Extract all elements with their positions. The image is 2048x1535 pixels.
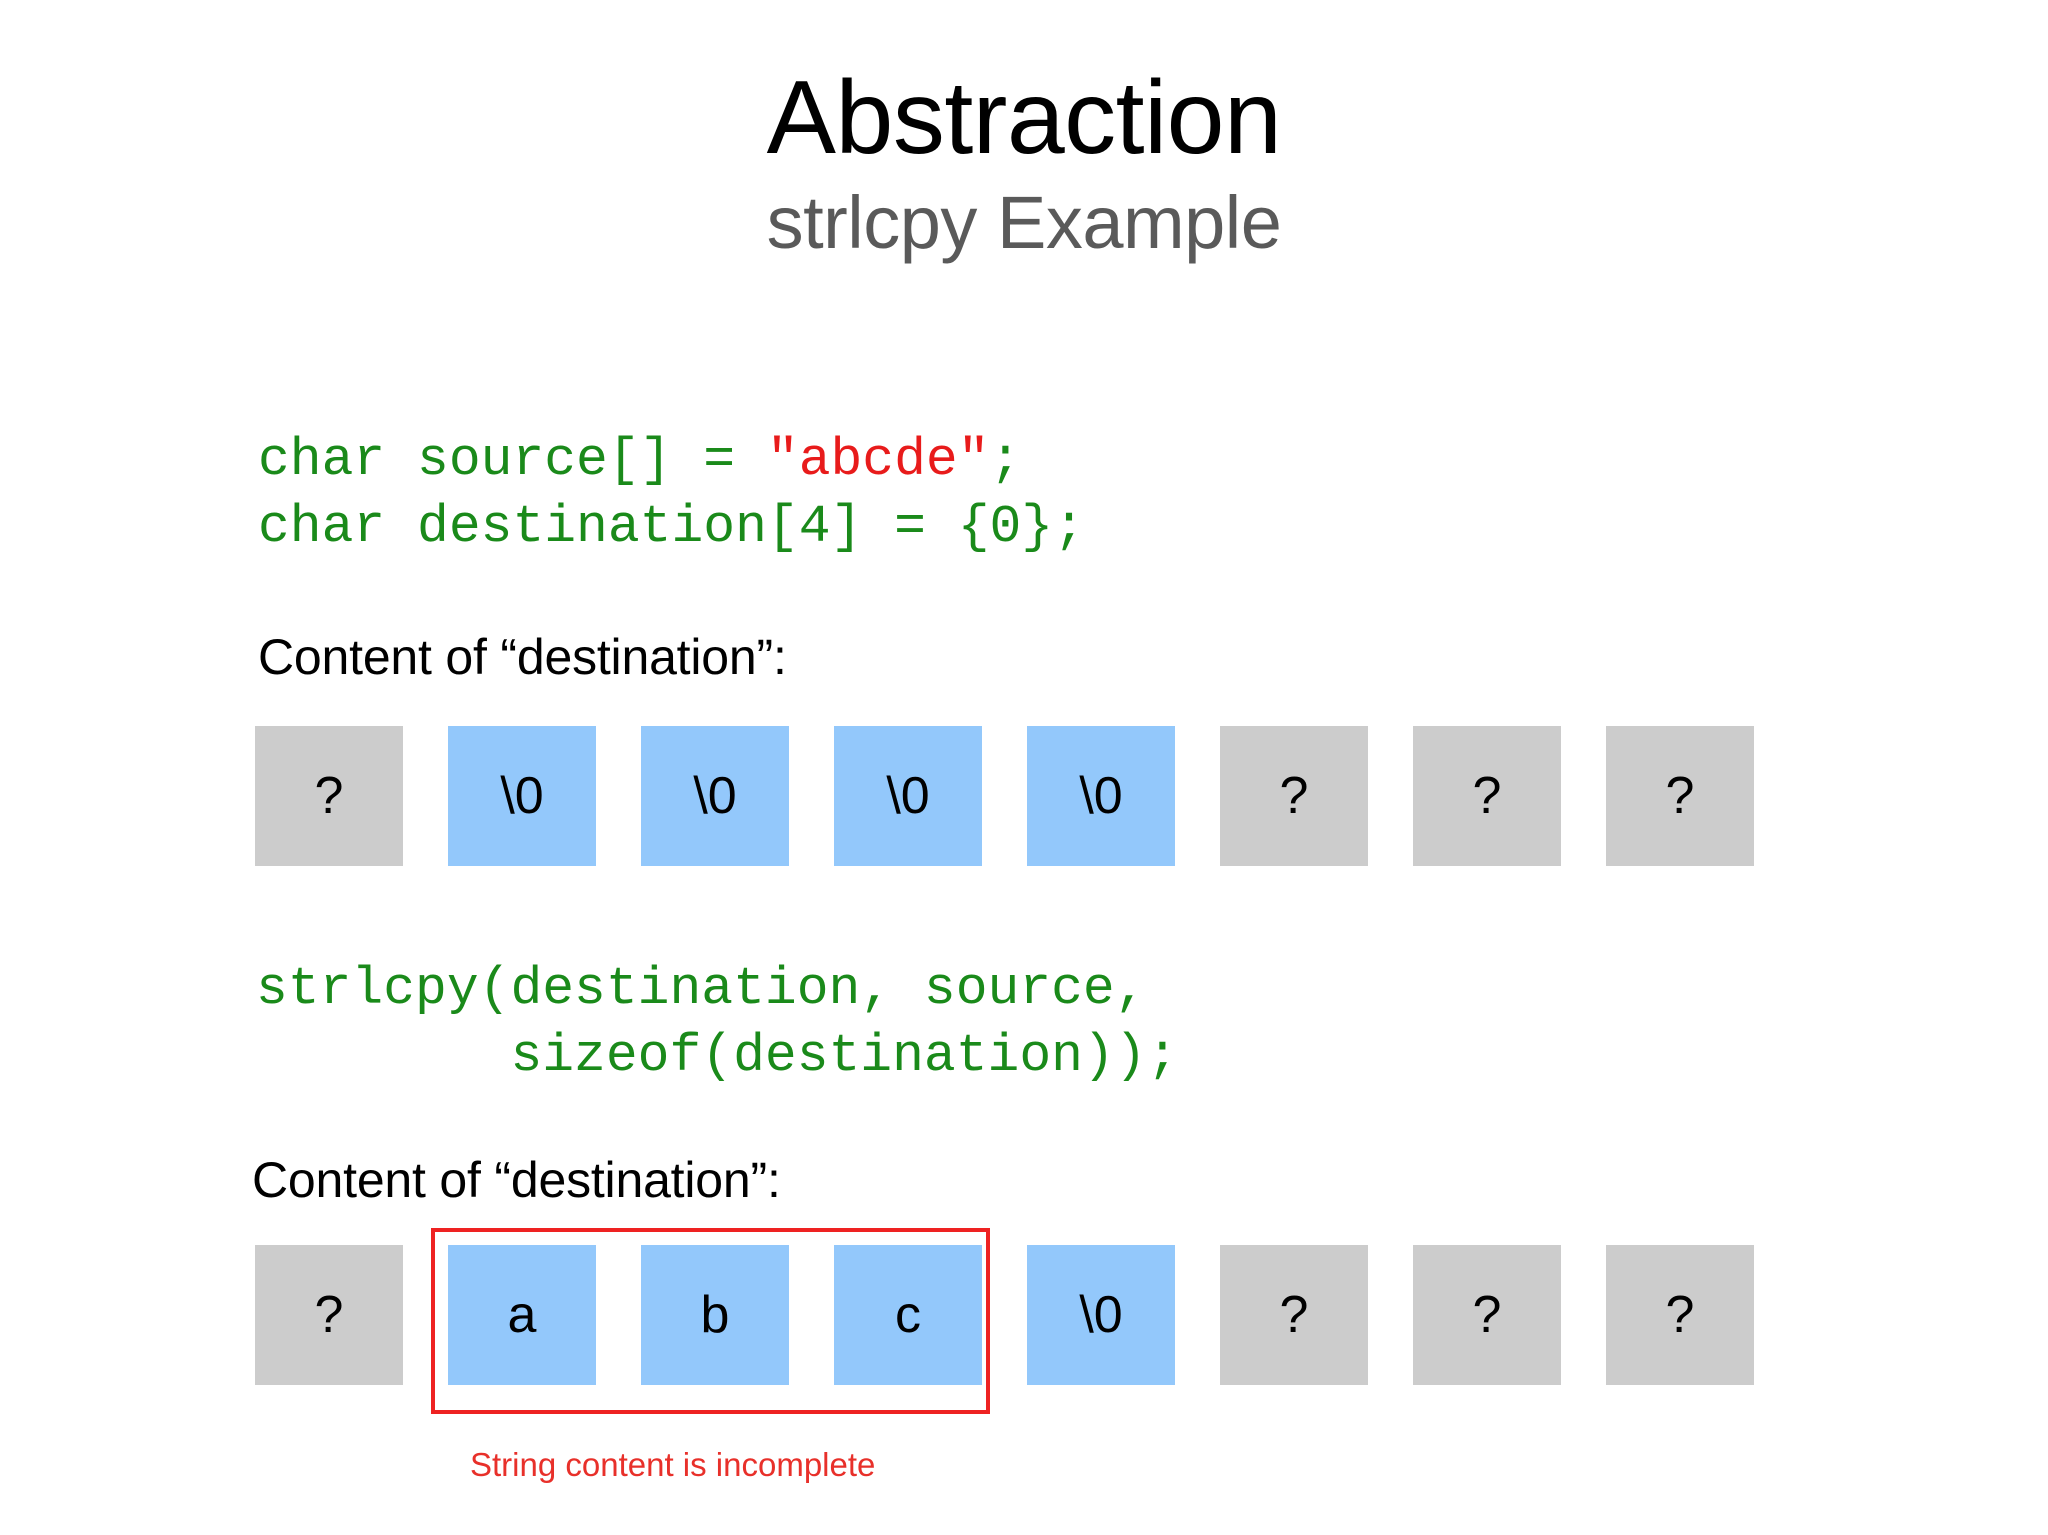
code-call-line1: strlcpy(destination, source, (256, 959, 1147, 1019)
title-block: Abstraction strlcpy Example (0, 62, 2048, 265)
memory-cell: ? (1413, 726, 1561, 866)
memory-cell: \0 (1027, 1245, 1175, 1385)
memory-cell: b (641, 1245, 789, 1385)
memory-cell: c (834, 1245, 982, 1385)
memory-cell: \0 (1027, 726, 1175, 866)
caption-string-incomplete: String content is incomplete (470, 1446, 876, 1483)
code-decl-line1-prefix: char source[] = (258, 430, 767, 490)
memory-cell: ? (1606, 1245, 1754, 1385)
code-decl-string-literal: "abcde" (766, 430, 990, 490)
memory-cell: ? (1413, 1245, 1561, 1385)
page-title: Abstraction (766, 60, 1282, 176)
code-call-line2: sizeof(destination)); (256, 1026, 1179, 1086)
memory-cell: \0 (641, 726, 789, 866)
code-block-call: strlcpy(destination, source, sizeof(dest… (256, 956, 1178, 1090)
code-block-declaration: char source[] = "abcde"; char destinatio… (258, 427, 1085, 561)
memory-cell: ? (1220, 726, 1368, 866)
memory-cell: a (448, 1245, 596, 1385)
code-decl-line1-suffix: ; (989, 430, 1022, 490)
label-content-of-destination-after: Content of “destination”: (252, 1152, 781, 1208)
code-decl-line2: char destination[4] = {0}; (258, 497, 1085, 557)
memory-row-after: ? a b c \0 ? ? ? (255, 1245, 1754, 1385)
memory-cell: ? (1220, 1245, 1368, 1385)
page-subtitle: strlcpy Example (766, 181, 1282, 265)
memory-cell: \0 (448, 726, 596, 866)
memory-cell: ? (1606, 726, 1754, 866)
memory-cell: ? (255, 1245, 403, 1385)
memory-cell: ? (255, 726, 403, 866)
memory-row-before: ? \0 \0 \0 \0 ? ? ? (255, 726, 1754, 866)
memory-cell: \0 (834, 726, 982, 866)
label-content-of-destination-before: Content of “destination”: (258, 629, 787, 685)
